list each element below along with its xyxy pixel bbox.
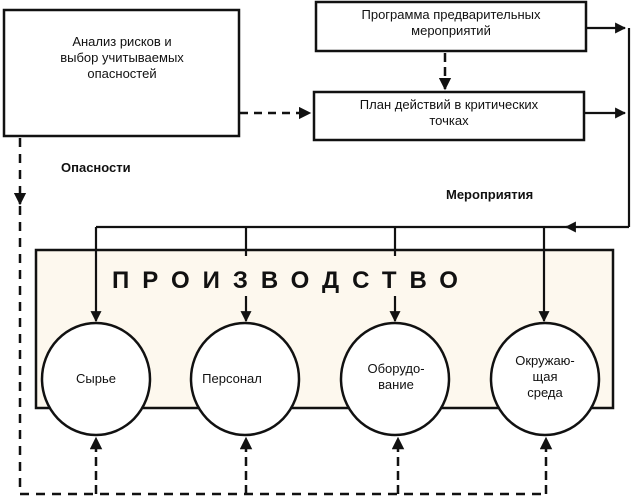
ccp-plan-line-2: точках	[429, 113, 469, 128]
prelim-program-line-2: мероприятий	[411, 23, 491, 38]
environment-label-line-1: Окружаю-	[515, 353, 575, 368]
equipment-label-line-2: вание	[378, 377, 414, 392]
environment-label-line-2: щая	[533, 369, 558, 384]
element-personnel: Персонал	[189, 321, 301, 437]
ccp-plan-line-1: План действий в критических	[360, 97, 539, 112]
ccp-plan-box: План действий в критических точках	[312, 90, 586, 142]
environment-label-line-3: среда	[527, 385, 563, 400]
risk-analysis-box: Анализ рисков и выбор учитываемых опасно…	[2, 8, 241, 138]
element-environment: Окружаю- щая среда	[489, 321, 601, 437]
measures-label: Мероприятия	[446, 187, 533, 202]
equipment-label-line-1: Оборудо-	[367, 361, 424, 376]
risk-analysis-line-2: выбор учитываемых	[60, 50, 184, 65]
element-equipment: Оборудо- вание	[339, 321, 451, 437]
personnel-label: Персонал	[202, 371, 262, 386]
prelim-program-line-1: Программа предварительных	[362, 7, 541, 22]
risk-analysis-line-3: опасностей	[87, 66, 156, 81]
hazards-label: Опасности	[61, 160, 131, 175]
production-title: ПРОИЗВОДСТВО	[112, 267, 471, 294]
risk-analysis-line-1: Анализ рисков и	[72, 34, 171, 49]
element-raw-materials: Сырье	[40, 321, 152, 437]
prelim-program-box: Программа предварительных мероприятий	[314, 0, 588, 53]
raw-materials-label: Сырье	[76, 371, 116, 386]
